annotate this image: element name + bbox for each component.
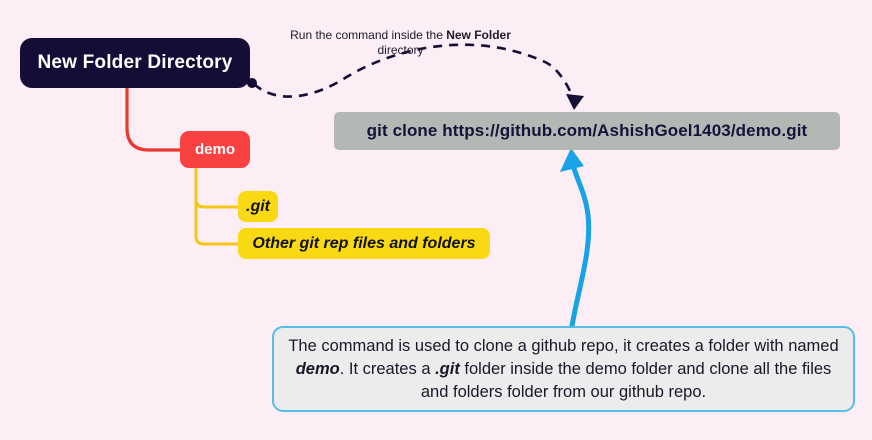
node-demo-label: demo	[194, 141, 235, 158]
connector-demo-to-git	[194, 166, 240, 209]
description-bold-git: .git	[435, 359, 460, 378]
node-other-git-files-label: Other git rep files and folders	[252, 234, 476, 252]
node-root-label: New Folder Directory	[37, 52, 233, 73]
node-dot-git[interactable]: .git	[238, 191, 278, 222]
description-text: The command is used to clone a github re…	[288, 335, 839, 404]
node-other-git-files[interactable]: Other git rep files and folders	[238, 228, 490, 259]
description-bold-demo: demo	[295, 359, 340, 378]
command-box-git-clone[interactable]: git clone https://github.com/AshishGoel1…	[334, 112, 840, 150]
connector-root-to-demo	[125, 86, 182, 152]
annotation-text-bold: New Folder	[446, 28, 511, 42]
annotation-run-command: Run the command inside the New Folder di…	[283, 28, 518, 58]
annotation-text-before: Run the command inside the	[290, 28, 447, 42]
description-part1: The command is used to clone a github re…	[288, 336, 839, 355]
description-part2: . It creates a	[339, 359, 436, 378]
command-text: git clone https://github.com/AshishGoel1…	[366, 121, 808, 140]
node-demo[interactable]: demo	[180, 131, 250, 168]
blue-arrow-desc-to-command	[569, 157, 592, 329]
node-new-folder-directory[interactable]: New Folder Directory	[20, 38, 250, 88]
annotation-text-after: directory	[377, 43, 424, 57]
description-box: The command is used to clone a github re…	[272, 326, 855, 412]
connector-demo-to-other	[194, 166, 240, 246]
node-dot-git-label: .git	[246, 197, 270, 215]
dashed-arrow-head	[566, 94, 584, 110]
description-part3: folder inside the demo folder and clone …	[420, 359, 832, 401]
blue-arrow-head	[560, 148, 584, 172]
